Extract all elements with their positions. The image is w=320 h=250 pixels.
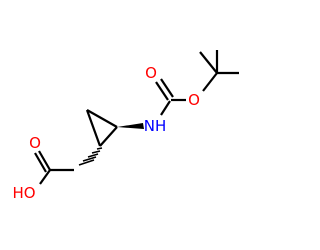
bond-carbonyl-double-b bbox=[160, 78, 174, 98]
bond-carbonyl-c-to-nh bbox=[160, 100, 171, 116]
bond-acid-double-a bbox=[38, 150, 51, 171]
atom-acid-hydroxyl: HO bbox=[12, 184, 35, 202]
bond-ring-bottom bbox=[99, 126, 118, 147]
bond-ring-top-left bbox=[86, 109, 118, 128]
hashed-wedge-ring-to-ch2 bbox=[78, 147, 103, 166]
atom-ester-oxygen: O bbox=[188, 91, 200, 109]
bond-acid-c-to-oh bbox=[39, 169, 51, 185]
atom-amide-nitrogen: NH bbox=[144, 117, 167, 135]
molecule-diagram: O O NH O HO bbox=[12, 50, 239, 202]
bond-tbu-quaternary-to-left-methyl bbox=[199, 51, 218, 74]
wedge-bond-ring-to-nh bbox=[117, 123, 144, 129]
structure-canvas: O O NH O HO bbox=[12, 50, 239, 202]
atom-acid-carbonyl-oxygen: O bbox=[29, 134, 41, 152]
bond-acid-double-b bbox=[34, 152, 47, 173]
atom-carbonyl-oxygen: O bbox=[145, 64, 157, 82]
bond-tbu-quaternary-to-ester-o bbox=[202, 72, 218, 92]
bond-ring-left bbox=[85, 109, 102, 147]
bond-carbonyl-double-a bbox=[155, 81, 169, 101]
